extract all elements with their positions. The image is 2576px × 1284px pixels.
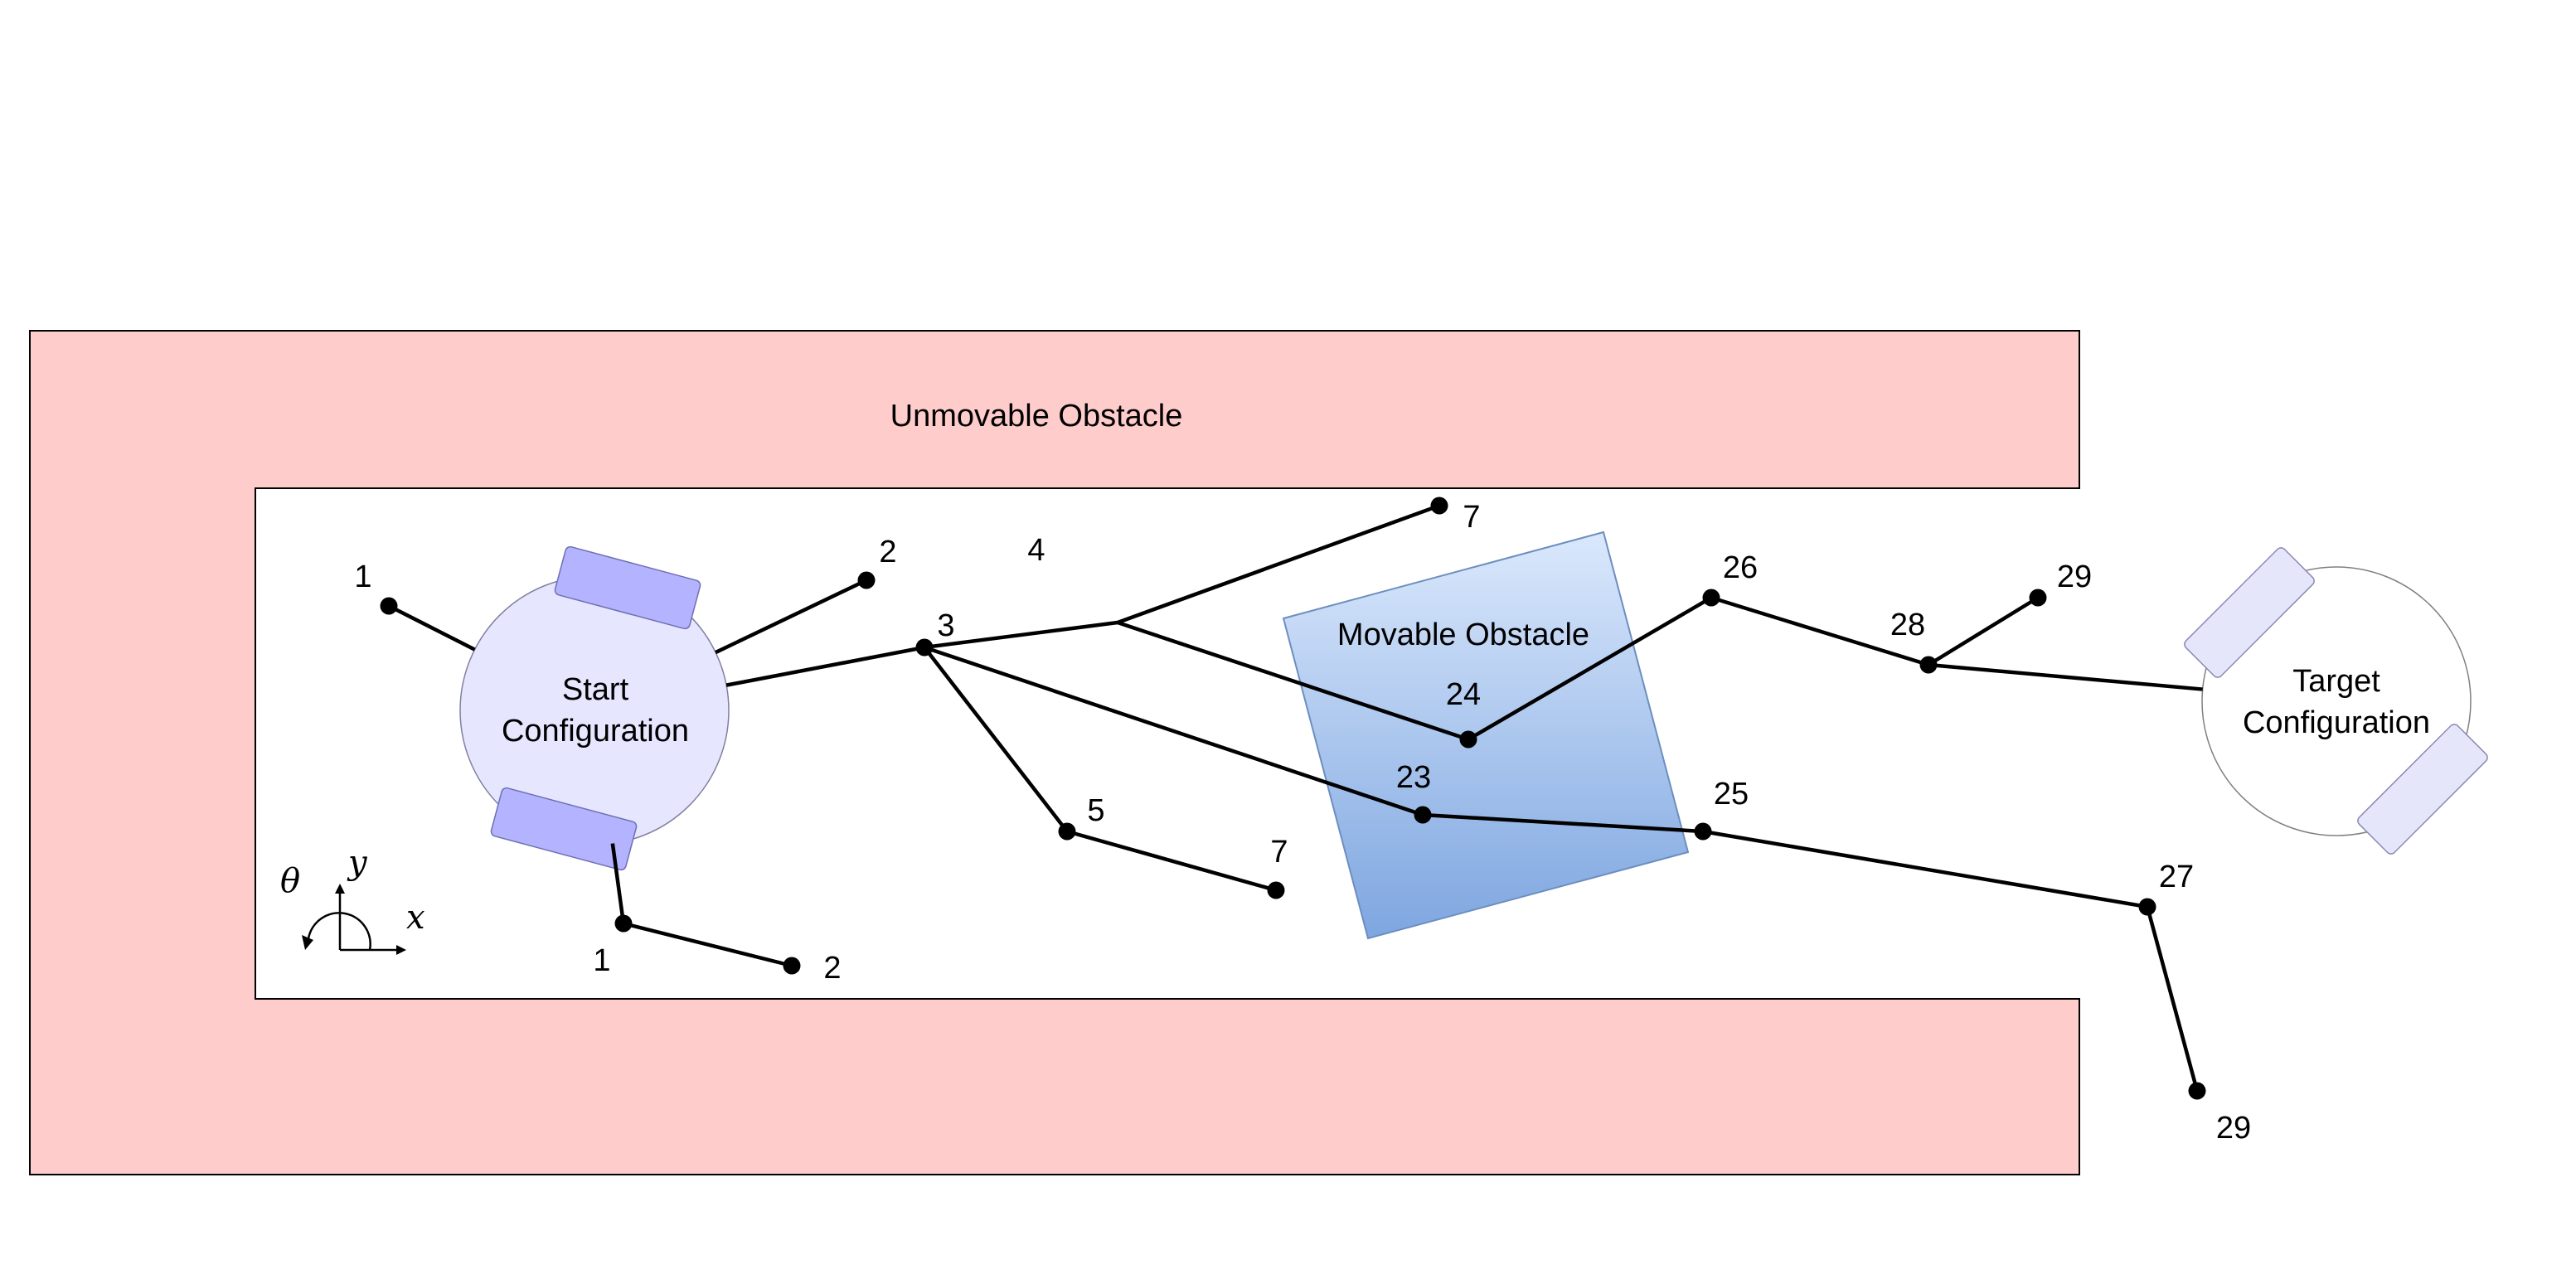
graph-node-label-n24: 24	[1446, 677, 1481, 712]
start-robot-label-line2: Configuration	[502, 714, 689, 749]
graph-edge-n26-n28	[1710, 595, 1929, 667]
theta-label: θ	[280, 862, 300, 900]
graph-node-n3	[915, 638, 934, 657]
y-axis-label: y	[347, 844, 368, 882]
graph-node-label-n29a: 29	[2057, 560, 2092, 594]
target-robot-body	[2201, 566, 2472, 836]
graph-edge-n3-n23	[924, 645, 1424, 817]
graph-node-n1b	[614, 914, 633, 933]
target-robot-wheel-top	[2184, 547, 2315, 678]
graph-node-label-n28: 28	[1890, 608, 1925, 642]
graph-node-n2a	[857, 571, 876, 589]
graph-edge-n27-n29b	[2145, 906, 2200, 1092]
graph-node-label-n1b: 1	[593, 943, 610, 978]
coordinate-frame: θ y x	[280, 844, 425, 955]
graph-node-n27	[2138, 898, 2156, 916]
target-robot-label-line1: Target	[2292, 664, 2380, 699]
graph-node-label-n26: 26	[1723, 550, 1758, 585]
graph-node-n29a	[2029, 589, 2047, 607]
target-robot-label-line2: Configuration	[2243, 705, 2430, 740]
graph-node-n29b	[2188, 1082, 2206, 1100]
movable-obstacle	[1282, 531, 1690, 940]
unmovable-obstacle	[29, 330, 2080, 1175]
y-axis-arrowhead	[335, 884, 345, 894]
graph-node-label-n5: 5	[1087, 793, 1104, 828]
target-robot-wheel-bottom	[2357, 724, 2488, 855]
graph-node-label-n3: 3	[937, 608, 954, 643]
graph-edge-start-n1b	[610, 843, 626, 924]
graph-node-n25	[1694, 822, 1712, 841]
graph-node-n28	[1919, 656, 1938, 674]
graph-node-label-n29b: 29	[2216, 1111, 2251, 1146]
graph-edges	[387, 503, 2203, 1092]
graph-node-n5	[1058, 822, 1076, 841]
graph-node-n23	[1414, 806, 1432, 824]
graph-node-n26	[1702, 589, 1720, 607]
graph-edge-n3-n4	[924, 620, 1118, 650]
graph-edge-start-n2a	[715, 578, 867, 655]
graph-node-label-n7a: 7	[1463, 500, 1480, 535]
unmovable-obstacle-label: Unmovable Obstacle	[890, 399, 1183, 434]
graph-edge-n4-n7a	[1117, 503, 1440, 625]
graph-node-label-n25: 25	[1714, 777, 1749, 812]
graph-node-label-n7b: 7	[1270, 835, 1288, 870]
graph-edge-n3-n5	[923, 646, 1069, 833]
graph-node-label-n23: 23	[1396, 760, 1431, 795]
graph-edge-start-n3	[725, 645, 925, 687]
graph-node-n24	[1459, 730, 1477, 749]
graph-edge-n28-n29a	[1927, 596, 2040, 666]
graph-edge-n5-n7b	[1066, 829, 1277, 893]
graph-node-n2b	[783, 957, 801, 975]
graph-node-n7b	[1267, 881, 1285, 899]
graph-node-label-n4: 4	[1027, 533, 1045, 568]
graph-edge-n1b-n2b	[623, 921, 793, 968]
graph-node-label-n2b: 2	[823, 951, 841, 986]
graph-node-label-n1a: 1	[354, 560, 371, 594]
graph-edge-n25-n27	[1702, 829, 2148, 909]
graph-edge-n24-n26	[1467, 596, 1713, 741]
rotation-arrowhead	[302, 935, 313, 950]
graph-edge-n4-n24	[1117, 620, 1469, 742]
graph-edge-n23-n25	[1422, 812, 1704, 834]
graph-node-label-n2a: 2	[879, 535, 896, 569]
start-robot: Start Configuration	[459, 545, 730, 871]
x-axis-arrowhead	[396, 945, 406, 955]
start-robot-wheel-bottom	[490, 787, 638, 871]
start-robot-label-line1: Start	[562, 672, 629, 707]
graph-edge-start-n1a	[387, 603, 476, 652]
graph-node-label-n27: 27	[2159, 860, 2194, 894]
graph-node-n7a	[1430, 497, 1448, 515]
target-robot: Target Configuration	[2184, 547, 2488, 855]
start-robot-wheel-top	[554, 545, 701, 630]
movable-obstacle-label: Movable Obstacle	[1337, 618, 1589, 652]
rotation-arrow-icon	[307, 912, 371, 951]
x-axis-label: x	[406, 899, 425, 937]
graph-edge-n28-target	[1928, 662, 2203, 691]
graph-node-n1a	[380, 597, 398, 615]
